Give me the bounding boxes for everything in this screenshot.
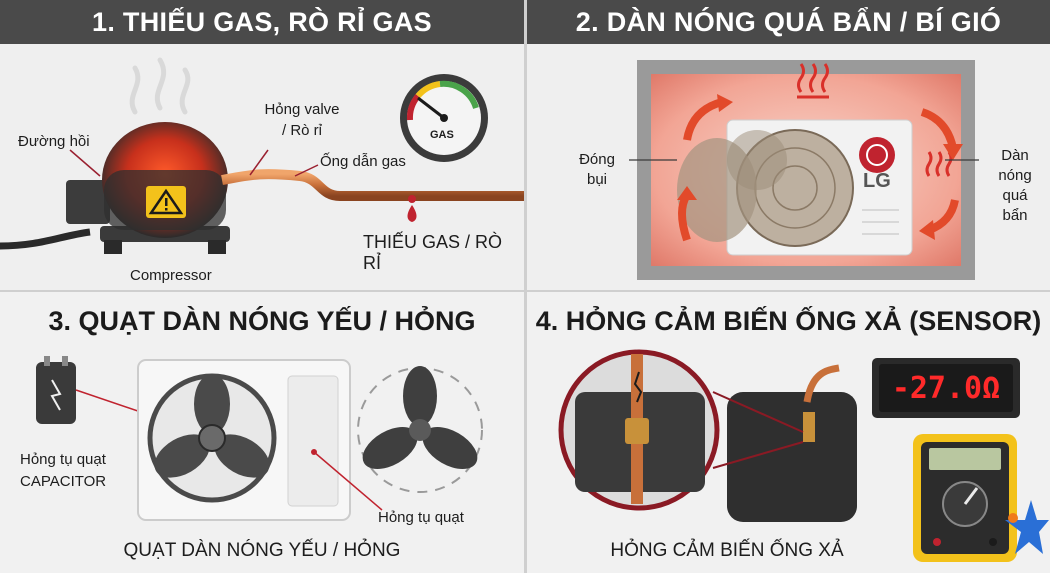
fan-blades-icon [154, 374, 270, 478]
condenser-box-illustration [629, 60, 979, 280]
panel-3-caption: QUẠT DÀN NÓNG YẾU / HỎNG [123, 540, 401, 561]
label-dust-line-2: bụi [586, 171, 608, 188]
panel-2-title: 2. DÀN NÓNG QUÁ BẨN / BÍ GIÓ [527, 0, 1050, 44]
gauge-text: GAS [430, 129, 454, 141]
discharge-pipe [803, 364, 840, 403]
horizontal-divider [0, 290, 1050, 292]
heat-icon [797, 63, 805, 93]
label-dirty-line-2: nóng [998, 167, 1032, 184]
capacitor-icon [36, 362, 76, 424]
label-return-line: Đường hồi [18, 133, 90, 150]
label-gas-pipe: Ống dẫn gas [320, 153, 406, 170]
label-dirty-line-4: bẩn [1002, 207, 1028, 224]
label-capacitor-line-1: Hỏng tụ quạt [20, 451, 106, 468]
leak-drop-icon [407, 205, 417, 222]
label-valve-line-2: / Rò rỉ [281, 122, 322, 139]
sensor-fitting [625, 418, 649, 444]
hot-air-arrow [683, 98, 724, 141]
label-compressor: Compressor [130, 267, 212, 284]
panel-dirty-condenser: 2. DÀN NÓNG QUÁ BẨN / BÍ GIÓ [527, 0, 1050, 290]
gauge-needle [417, 96, 445, 120]
lg-logo [859, 137, 895, 173]
brand-text: LG [863, 170, 891, 192]
terminal-box [66, 180, 110, 224]
power-cable [0, 228, 91, 250]
panel-1-title: 1. THIẾU GAS, RÒ RỈ GAS [0, 0, 524, 44]
sensor-illustration [558, 349, 1049, 562]
label-dust-line-1: Đóng [579, 151, 615, 168]
label-dirty-line-3: quá [1002, 187, 1028, 204]
steam-icon [129, 65, 141, 115]
panel-3-title: 3. QUẠT DÀN NÓNG YẾU / HỎNG [48, 306, 476, 336]
label-capacitor-line-3: Hỏng tụ quạt [378, 509, 464, 526]
label-capacitor-line-2: CAPACITOR [20, 473, 107, 490]
compressor-illustration [0, 57, 524, 254]
gas-pipe [221, 169, 524, 201]
panel-sensor-fault: 4. HỎNG CẢM BIẾN ỐNG XẢ (SENSOR) [527, 292, 1050, 573]
vertical-divider [524, 0, 527, 573]
broken-fan-blade-icon [357, 366, 483, 493]
fan-unit-illustration [36, 356, 483, 521]
meter-reading: -27.0Ω [891, 371, 1001, 406]
panel-gas-leak: 1. THIẾU GAS, RÒ RỈ GAS [0, 0, 524, 290]
brand-star-logo [1005, 500, 1049, 554]
panel-1-caption: THIẾU GAS / RÒ RỈ [363, 232, 503, 273]
panel-weak-fan: 3. QUẠT DÀN NÓNG YẾU / HỎNG [0, 292, 524, 573]
panel-4-title: 4. HỎNG CẢM BIẾN ỐNG XẢ (SENSOR) [535, 306, 1042, 336]
label-valve-line-1: Hỏng valve [264, 101, 340, 118]
label-dirty-line-1: Dàn [1001, 147, 1029, 164]
panel-4-caption: HỎNG CẢM BIẾN ỐNG XẢ [610, 540, 844, 561]
compressor-body [727, 392, 857, 522]
